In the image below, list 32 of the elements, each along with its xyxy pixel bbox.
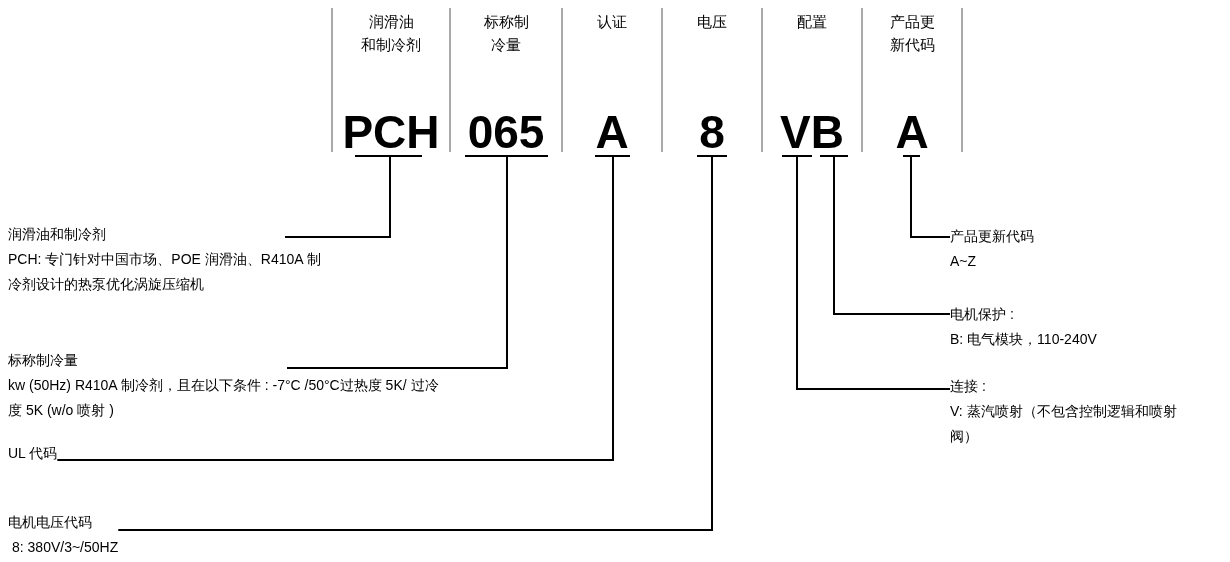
leader-line (286, 155, 549, 369)
code-description-title: 电机电压代码 (8, 513, 93, 532)
column-heading: 配置 (796, 12, 828, 32)
code-description-text: A~Z (950, 252, 978, 271)
code-description-text: V: 蒸汽喷射（不包含控制逻辑和喷射阀） (950, 402, 1178, 446)
model-code: 065 (467, 105, 545, 160)
leader-line (284, 155, 423, 238)
code-description-title: 标称制冷量 (8, 351, 79, 370)
leader-line (781, 155, 951, 390)
code-description-text: 8: 380V/3~/50HZ (11, 538, 119, 557)
code-description-title: 润滑油和制冷剂 (8, 225, 107, 244)
column-heading: 润滑油和制冷剂 (360, 12, 422, 55)
code-description-text: B: 电气模块，110-240V (950, 330, 1098, 349)
leader-line (819, 155, 951, 315)
code-description-text: PCH: 专门针对中国市场、POE 润滑油、R410A 制冷剂设计的热泵优化涡旋压缩机 (8, 250, 322, 294)
model-code: 8 (699, 105, 725, 160)
code-description-text: kw (50Hz) R410A 制冷剂，且在以下条件 : -7°C /50°C过热度 5K/ 过冷度 5K (w/o 喷射 ) (8, 376, 440, 420)
column-heading: 标称制冷量 (482, 12, 530, 55)
model-code: A (595, 105, 629, 160)
code-description-title: UL 代码 (8, 444, 58, 463)
column-heading: 电压 (696, 12, 728, 32)
model-code: PCH (342, 105, 440, 160)
leader-line (117, 155, 728, 531)
code-description-title: 电机保护 : (950, 305, 1015, 324)
column-heading: 产品更新代码 (888, 12, 936, 55)
leader-line (56, 155, 631, 461)
model-code: VB (780, 105, 844, 160)
model-code: A (895, 105, 929, 160)
code-description-title: 产品更新代码 (950, 227, 1035, 246)
column-heading: 认证 (596, 12, 628, 32)
code-description-title: 连接 : (950, 377, 987, 396)
leader-line (902, 155, 951, 238)
